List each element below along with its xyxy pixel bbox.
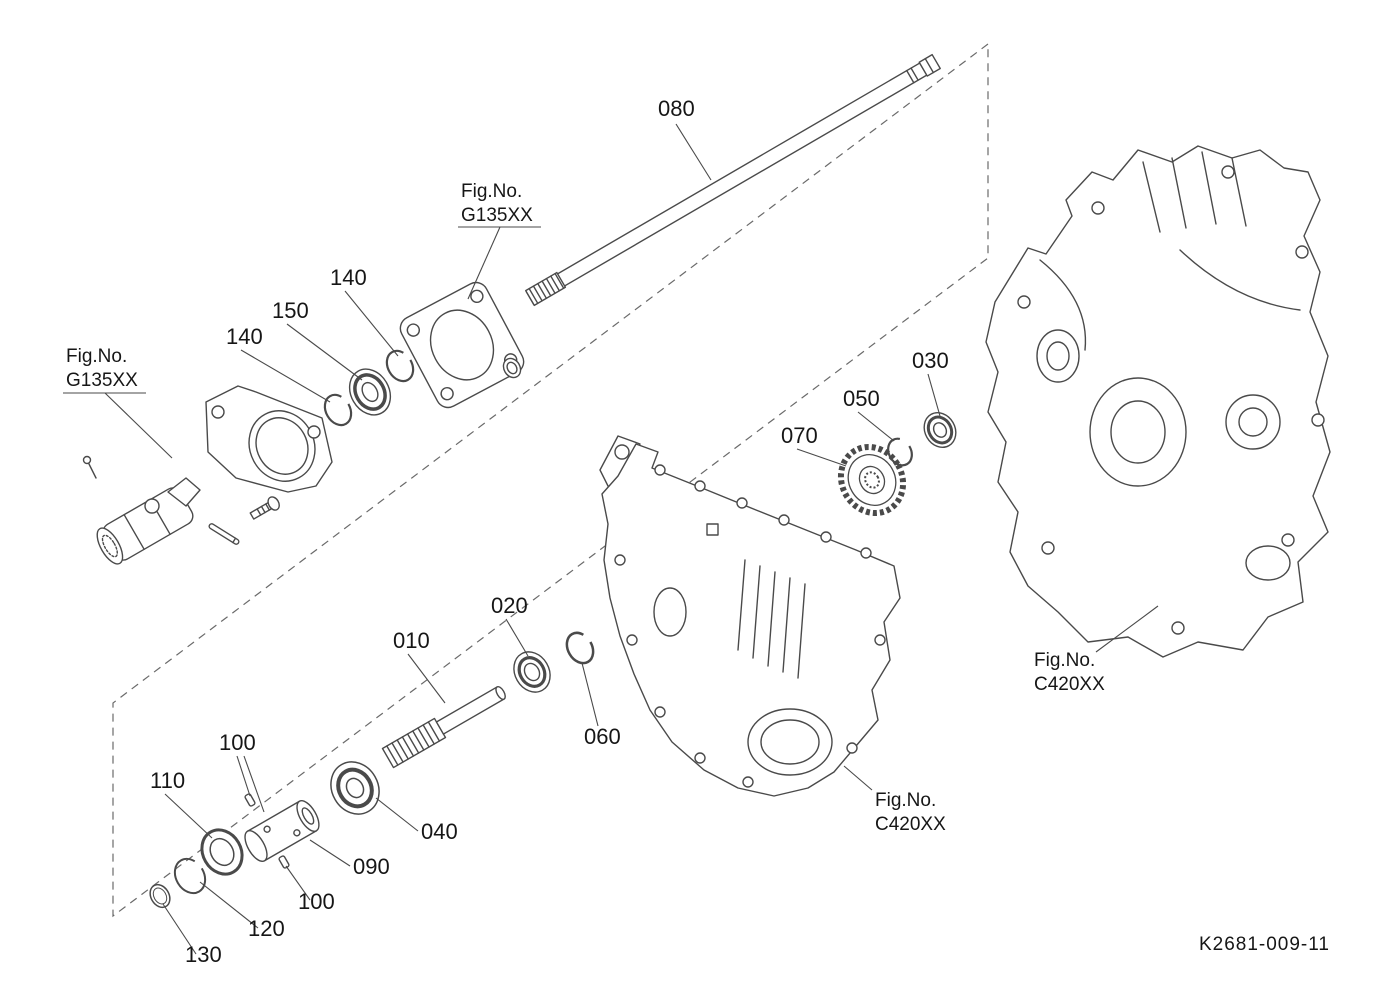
pto-shaft-010-drawing <box>381 685 506 769</box>
figref-line1: Fig.No. <box>461 181 522 202</box>
snap-ring-120-drawing <box>173 857 207 895</box>
callout-010: 010 <box>393 628 430 653</box>
callout-120: 120 <box>248 916 285 941</box>
callout-060: 060 <box>584 724 621 749</box>
transmission-case-right-drawing <box>985 145 1331 658</box>
ball-bearing-040-drawing <box>330 761 380 815</box>
callout-070: 070 <box>781 423 818 448</box>
callout-140-upper: 140 <box>330 265 367 290</box>
joint-bracket-drawing <box>205 385 333 493</box>
figref-line1: Fig.No. <box>66 346 127 367</box>
figref-line1: Fig.No. <box>875 790 936 811</box>
bevel-gear-070-drawing <box>837 443 907 517</box>
bolt-drawing <box>249 496 280 520</box>
figref-line2: C420XX <box>875 814 946 835</box>
callout-110: 110 <box>150 768 185 793</box>
figref-g135xx-left: Fig.No. G135XX <box>66 346 138 391</box>
figref-c420xx-right: Fig.No. C420XX <box>1034 650 1105 695</box>
callout-030: 030 <box>912 348 949 373</box>
ball-bearing-110-drawing <box>200 828 244 876</box>
callout-100-upper: 100 <box>219 730 256 755</box>
universal-joint-drawing <box>82 455 201 565</box>
ball-bearing-150-drawing <box>348 368 392 416</box>
mid-case-center-drawing <box>599 435 901 797</box>
drawing-number: K2681-009-11 <box>1199 934 1330 955</box>
callout-100-lower: 100 <box>298 889 335 914</box>
figref-line1: Fig.No. <box>1034 650 1095 671</box>
boundary-dashed-outline <box>112 42 989 918</box>
ring-130-drawing <box>149 883 171 909</box>
callout-130: 130 <box>185 942 222 967</box>
callout-040: 040 <box>421 819 458 844</box>
pin-100-upper-drawing <box>244 793 256 807</box>
collar-090-drawing <box>244 800 320 862</box>
callout-050: 050 <box>843 386 880 411</box>
figref-line2: G135XX <box>66 370 138 391</box>
drive-shaft-080-drawing <box>525 53 941 307</box>
bearing-holder-plate-drawing <box>399 281 525 409</box>
figref-line2: G135XX <box>461 205 533 226</box>
callout-leader-lines <box>63 123 1159 955</box>
figref-line2: C420XX <box>1034 674 1105 695</box>
ball-bearing-020-drawing <box>513 651 551 693</box>
nut-drawing <box>502 357 522 379</box>
figref-c420xx-center: Fig.No. C420XX <box>875 790 946 835</box>
pin-drawing <box>208 523 240 545</box>
callout-090: 090 <box>353 854 390 879</box>
callout-080: 080 <box>658 96 695 121</box>
snap-ring-060-drawing <box>565 631 595 665</box>
callout-140-lower: 140 <box>226 324 263 349</box>
callout-020: 020 <box>491 593 528 618</box>
ball-bearing-030-drawing <box>923 412 957 448</box>
figref-g135xx-upper: Fig.No. G135XX <box>461 181 533 226</box>
callout-150: 150 <box>272 298 309 323</box>
